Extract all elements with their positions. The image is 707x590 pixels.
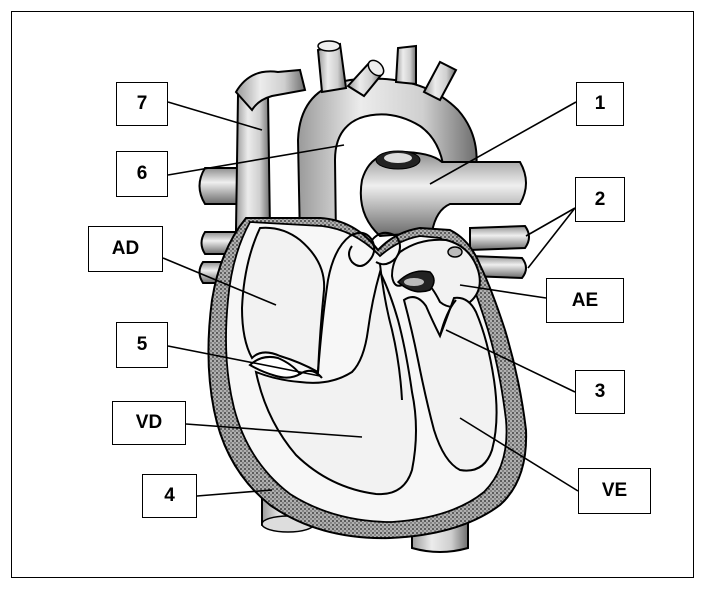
label-6: 6	[116, 151, 168, 197]
label-AD: AD	[88, 226, 163, 272]
label-5: 5	[116, 322, 168, 368]
label-VD: VD	[112, 401, 186, 445]
label-VE: VE	[578, 468, 651, 514]
left-pulmonary-vein-upper	[470, 226, 529, 250]
label-1: 1	[576, 82, 624, 126]
label-3: 3	[575, 370, 625, 414]
label-4: 4	[142, 474, 197, 518]
label-2: 2	[575, 177, 625, 222]
label-AE: AE	[546, 278, 624, 323]
label-7: 7	[116, 82, 168, 126]
